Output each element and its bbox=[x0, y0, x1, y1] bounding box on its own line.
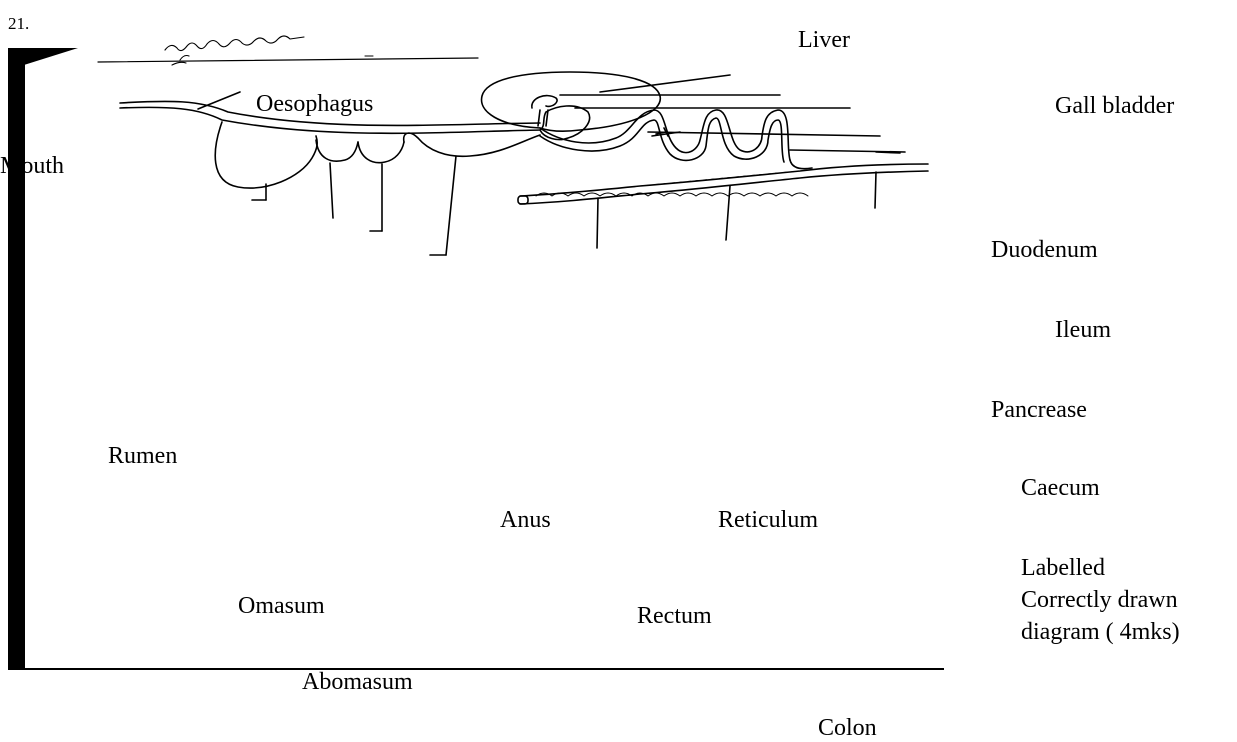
label-gall-bladder: Gall bladder bbox=[1055, 92, 1174, 120]
marking-note: Labelled Correctly drawn diagram ( 4mks) bbox=[1021, 552, 1180, 648]
label-rectum: Rectum bbox=[637, 602, 712, 630]
stomach-chambers bbox=[215, 122, 540, 255]
label-abomasum: Abomasum bbox=[302, 668, 413, 696]
marking-note-line-3: diagram ( 4mks) bbox=[1021, 616, 1180, 648]
label-anus: Anus bbox=[500, 506, 551, 534]
pancreas-shape bbox=[540, 106, 590, 140]
label-mouth: Mouth bbox=[0, 152, 64, 180]
label-caecum: Caecum bbox=[1021, 474, 1100, 502]
oesophagus-pointer bbox=[198, 92, 240, 109]
marking-note-line-2: Correctly drawn bbox=[1021, 584, 1180, 616]
label-colon: Colon bbox=[818, 714, 877, 742]
small-intestine bbox=[540, 110, 790, 162]
label-omasum: Omasum bbox=[238, 592, 325, 620]
label-duodenum: Duodenum bbox=[991, 236, 1098, 264]
label-pancrease: Pancrease bbox=[991, 396, 1087, 424]
label-liver: Liver bbox=[798, 26, 850, 54]
large-intestine bbox=[518, 132, 928, 248]
label-oesophagus: Oesophagus bbox=[256, 90, 373, 118]
label-ileum: Ileum bbox=[1055, 316, 1111, 344]
handwriting-scribble bbox=[98, 36, 478, 65]
label-rumen: Rumen bbox=[108, 442, 177, 470]
anus-opening bbox=[518, 196, 528, 204]
marking-note-line-1: Labelled bbox=[1021, 552, 1180, 584]
label-reticulum: Reticulum bbox=[718, 506, 818, 534]
